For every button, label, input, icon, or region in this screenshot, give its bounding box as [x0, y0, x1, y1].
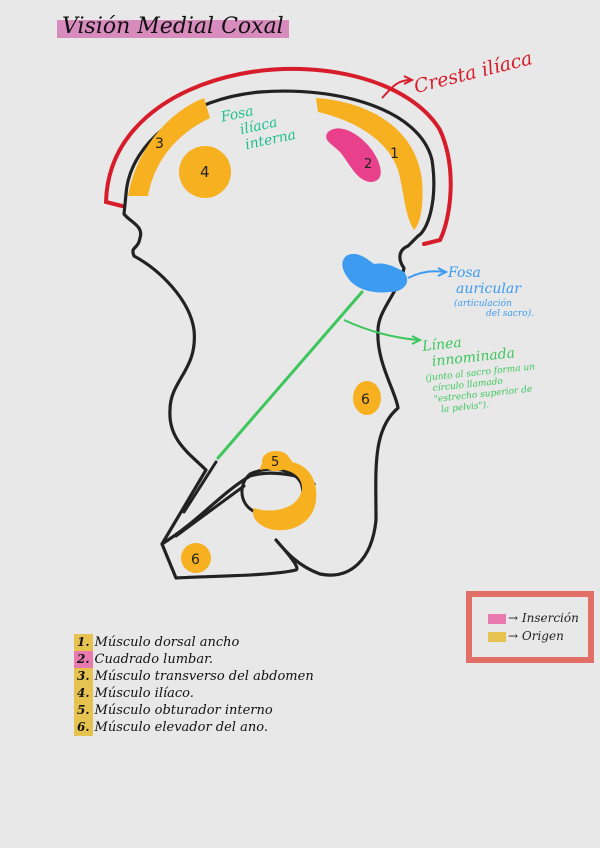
list-item-name: Músculo elevador del ano.	[95, 720, 268, 735]
fosa-auricular-note1: (articulación	[454, 298, 512, 309]
list-item-name: Músculo obturador interno	[95, 703, 273, 718]
list-item-number: 5.	[74, 702, 93, 719]
arcuate-line	[218, 292, 362, 458]
linea-arrow	[344, 320, 418, 340]
marker-6-lower: 6	[191, 552, 200, 568]
origin-swatch	[488, 632, 506, 642]
auricular-surface	[342, 254, 407, 293]
legend-origin: → Origen	[488, 629, 564, 643]
legend-insertion-label: → Inserción	[508, 611, 579, 625]
hip-bone-diagram: 1 2 3 4 5 6 6 Fosa ilíaca interna Cresta…	[0, 0, 600, 600]
fosa-auricular-line2: auricular	[456, 281, 522, 297]
list-item-number: 4.	[74, 685, 93, 702]
list-item: 4.Músculo ilíaco.	[74, 685, 314, 702]
legend-origin-label: → Origen	[508, 629, 564, 643]
list-item: 2.Cuadrado lumbar.	[74, 651, 314, 668]
list-item: 3.Músculo transverso del abdomen	[74, 668, 314, 685]
muscle-list: 1.Músculo dorsal ancho 2.Cuadrado lumbar…	[74, 634, 314, 736]
marker-6-upper: 6	[361, 392, 370, 408]
marker-2: 2	[364, 157, 372, 172]
list-item-name: Músculo ilíaco.	[95, 686, 194, 701]
list-item-number: 3.	[74, 668, 93, 685]
list-item-number: 1.	[74, 634, 93, 651]
list-item: 6.Músculo elevador del ano.	[74, 719, 314, 736]
marker-1: 1	[390, 146, 399, 162]
list-item-name: Músculo transverso del abdomen	[95, 669, 314, 684]
cresta-label: Cresta ilíaca	[412, 47, 535, 98]
marker-4: 4	[200, 163, 210, 181]
legend-insertion: → Inserción	[488, 611, 579, 625]
list-item-name: Músculo dorsal ancho	[95, 635, 240, 650]
list-item-name: Cuadrado lumbar.	[95, 652, 214, 667]
fosa-auricular-line1: Fosa	[447, 265, 481, 281]
marker-area-2	[326, 128, 381, 182]
list-item-number: 6.	[74, 719, 93, 736]
marker-3: 3	[155, 136, 164, 152]
list-item: 1.Músculo dorsal ancho	[74, 634, 314, 651]
list-item-number: 2.	[74, 651, 93, 668]
fosa-auricular-note2: del sacro).	[486, 308, 534, 319]
insertion-swatch	[488, 614, 506, 624]
legend-box: → Inserción → Origen	[466, 591, 594, 663]
list-item: 5.Músculo obturador interno	[74, 702, 314, 719]
marker-5: 5	[271, 455, 279, 470]
